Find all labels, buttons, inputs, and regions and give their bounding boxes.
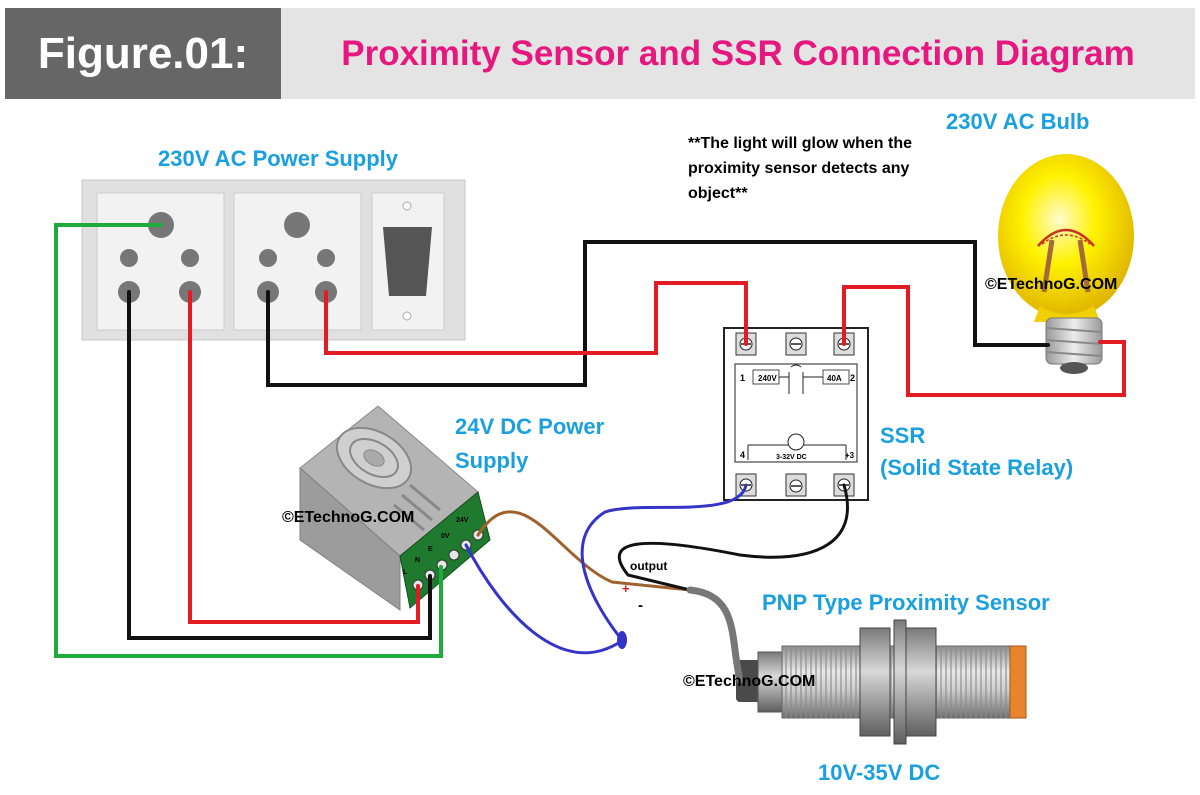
dc-power-supply: L N E 0V 24V xyxy=(299,405,491,611)
figure-label: Figure.01: xyxy=(5,8,281,99)
psu-terminal-l: L xyxy=(403,569,408,576)
output-wire-label: output xyxy=(630,559,667,573)
psu-front-face xyxy=(299,466,401,611)
wires xyxy=(54,223,1126,684)
wire-live-psu xyxy=(188,290,420,624)
ssr-label-line2: (Solid State Relay) xyxy=(880,455,1074,480)
page-title: Proximity Sensor and SSR Connection Diag… xyxy=(341,33,1135,73)
proximity-sensor xyxy=(736,619,1027,745)
psu-terminal-n: N xyxy=(415,557,420,564)
sensor-washer xyxy=(893,619,907,745)
switch-rocker xyxy=(383,227,432,296)
sensor-face xyxy=(1009,645,1027,719)
wire-earth-green xyxy=(54,223,443,658)
socket-1-small-hole-right xyxy=(181,249,199,267)
socket-1-small-hole-left xyxy=(120,249,138,267)
ssr-relay: 1 240V 40A 2 4 3-32V DC +3 xyxy=(723,327,869,501)
plus-wire-label: + xyxy=(622,581,630,596)
bulb-contact xyxy=(1060,362,1088,374)
sensor-cable xyxy=(686,586,744,684)
ssr-ac-rating: 240V xyxy=(758,374,777,383)
psu-vents xyxy=(393,483,441,532)
psu-terminal-24v: 24V xyxy=(456,517,469,524)
ssr-led xyxy=(787,433,805,451)
blue-wire-junction xyxy=(617,631,627,649)
watermark-psu: ©ETechnoG.COM xyxy=(282,509,415,526)
socket-2-small-hole-left xyxy=(259,249,277,267)
wire-sensor-output-black xyxy=(617,483,849,592)
wire-ssr-bulb xyxy=(842,285,1126,397)
ssr-pin-1: 1 xyxy=(740,373,745,383)
wire-sensor-brown xyxy=(476,510,692,592)
ac-socket-board xyxy=(81,179,466,341)
psu-terminal-0v: 0V xyxy=(441,533,450,540)
dc-supply-label-line2: Supply xyxy=(455,448,529,473)
psu-terminal-e: E xyxy=(428,546,433,553)
socket-2-earth-hole xyxy=(284,212,310,238)
ac-supply-label: 230V AC Power Supply xyxy=(158,146,399,171)
note-text: **The light will glow when the proximity… xyxy=(688,135,912,202)
ac-bulb xyxy=(998,154,1134,374)
ac-bulb-label: 230V AC Bulb xyxy=(946,109,1090,134)
ssr-dc-rating: 3-32V DC xyxy=(776,454,807,461)
bulb-filament xyxy=(1037,228,1095,247)
socket-2-small-hole-right xyxy=(317,249,335,267)
ssr-pin-3: +3 xyxy=(845,451,855,460)
dc-supply-label-line1: 24V DC Power xyxy=(455,414,605,439)
wire-live-ssr xyxy=(324,281,748,355)
ssr-current-rating: 40A xyxy=(827,374,842,383)
wire-psu-blue xyxy=(464,543,622,655)
watermark-sensor: ©ETechnoG.COM xyxy=(683,673,816,690)
bulb-filament-supports xyxy=(1041,239,1091,293)
sensor-nut-2 xyxy=(905,627,937,737)
ssr-label-line1: SSR xyxy=(880,423,926,448)
psu-terminal-block xyxy=(399,491,491,609)
minus-wire-label: - xyxy=(638,597,643,614)
switch-screw-bottom xyxy=(402,311,412,321)
sensor-label: PNP Type Proximity Sensor xyxy=(762,590,1050,615)
ssr-pin-2: 2 xyxy=(850,373,855,383)
watermark-bulb: ©ETechnoG.COM xyxy=(985,276,1118,293)
wire-neutral-psu xyxy=(127,290,432,640)
wire-ssr-blue xyxy=(580,483,748,642)
bulb-glass xyxy=(998,154,1134,318)
wire-neutral-bulb xyxy=(266,240,1050,387)
switch-screw-top xyxy=(402,201,412,211)
ssr-pin-4: 4 xyxy=(740,450,745,460)
sensor-nut-1 xyxy=(859,627,891,737)
sensor-voltage-label: 10V-35V DC xyxy=(818,760,941,785)
title-bar: Proximity Sensor and SSR Connection Diag… xyxy=(281,8,1195,99)
